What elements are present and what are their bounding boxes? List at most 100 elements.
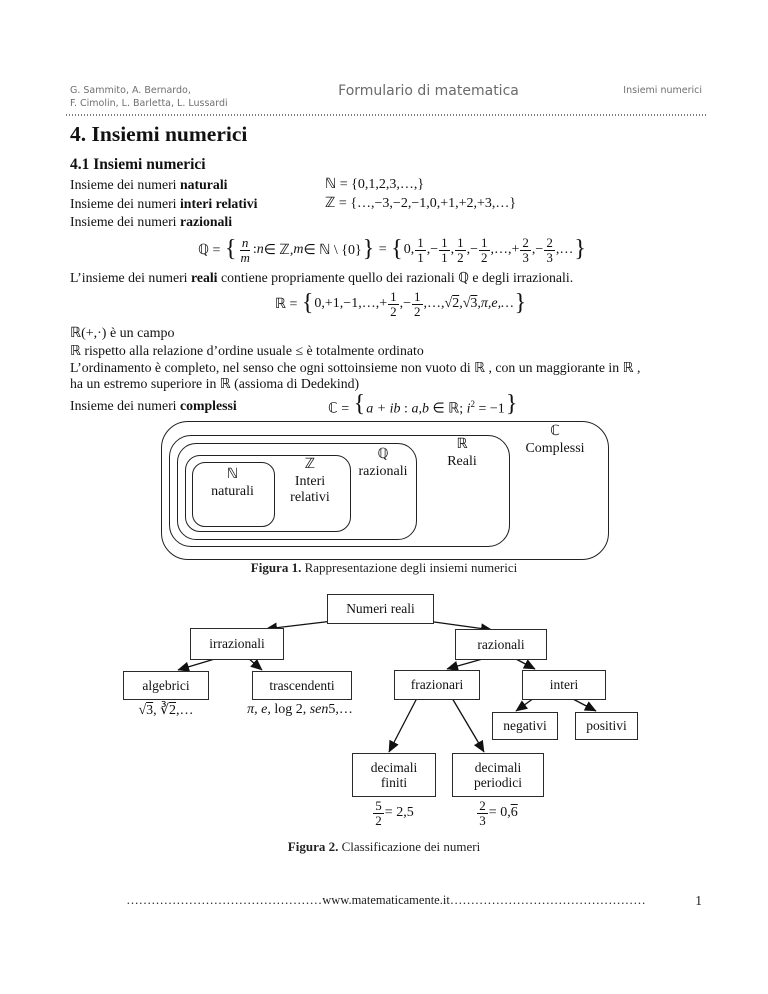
main-content: 4. Insiemi numerici 4.1 Insiemi numerici… xyxy=(70,121,704,416)
repeating-digit: 6 xyxy=(510,805,518,821)
math-token: ℝ = xyxy=(274,296,298,312)
authors-line1: G. Sammito, A. Bernardo, xyxy=(70,85,191,96)
page-footer: ……………………………………………… www.matematicamente.i… xyxy=(70,893,702,908)
figure2-tree: Numeri reali irrazionali razionali algeb… xyxy=(0,585,768,855)
math-token: ,…, xyxy=(423,296,445,311)
tree-node-algebrici: algebrici xyxy=(123,671,209,700)
formula-complessi: ℂ = {a + ib : a,b ∈ ℝ; i2 = −1} xyxy=(328,391,518,418)
authors-line2: F. Cimolin, L. Barletta, L. Lussardi xyxy=(70,98,228,109)
tree-node-frazionari: frazionari xyxy=(394,670,480,700)
math-token: ,− xyxy=(531,242,544,257)
label-text: Insieme dei numeri xyxy=(70,397,180,413)
set-box-interi-relativi xyxy=(185,455,351,532)
label-text: Insieme dei numeri xyxy=(70,195,180,211)
math-token: ,− xyxy=(399,296,411,311)
math-token: ℚ = xyxy=(198,242,221,258)
label-bold: naturali xyxy=(179,177,228,192)
label-bold: interi relativi xyxy=(179,195,258,211)
math-token: ,− xyxy=(466,242,479,257)
set-box-reali xyxy=(169,435,510,547)
radical-sign: √ xyxy=(138,703,147,718)
line-completo-2: ha un estremo superiore in ℝ (assioma di… xyxy=(70,376,360,391)
figure2-caption: Figura 2. Classificazione dei numeri xyxy=(287,839,481,854)
set-box-razionali xyxy=(177,443,417,540)
radical-sign: √ xyxy=(444,296,453,311)
label-text: Insieme dei numeri xyxy=(70,177,180,192)
label-bold: complessi xyxy=(179,397,237,413)
tree-node-trascendenti: trascendenti xyxy=(252,671,352,700)
label-bold: razionali xyxy=(179,214,233,229)
examples-algebrici: √3, ∛2,… xyxy=(138,703,194,718)
page-header: G. Sammito, A. Bernardo, F. Cimolin, L. … xyxy=(70,84,702,110)
page-number: 1 xyxy=(695,893,702,908)
footer-dots-left: ……………………………………………… xyxy=(126,893,322,907)
document-title: Formulario di matematica xyxy=(338,83,519,99)
math-brace: { xyxy=(353,391,366,418)
footer-dots-right: ……………………………………………… xyxy=(449,893,646,907)
header-section-label: Insiemi numerici xyxy=(623,85,702,96)
tree-node-positivi: positivi xyxy=(575,712,638,740)
line-razionali: Insieme dei numeri razionali xyxy=(70,213,704,232)
formula-naturali: ℕ = {0,1,2,3,…,} xyxy=(325,177,425,192)
figure1-caption: Figura 1. Rappresentazione degli insiemi… xyxy=(250,560,518,575)
math-token: n xyxy=(256,242,264,257)
math-token: ∈ ℤ, xyxy=(263,242,294,258)
line-campo: ℝ(+,·) è un campo xyxy=(70,326,175,341)
math-token: m xyxy=(293,242,304,257)
line-interi: Insieme dei numeri interi relativi ℤ = {… xyxy=(70,195,704,214)
math-token: ,… xyxy=(555,242,574,257)
chapter-heading: 4. Insiemi numerici xyxy=(70,122,248,146)
math-token: ,− xyxy=(426,242,439,257)
examples-trascendenti: π, e, log 2, sen5,… xyxy=(247,702,353,717)
math-token: ,…,+ xyxy=(490,242,520,257)
math-token: 0,+1,−1,…,+ xyxy=(314,296,388,311)
math-brace: } xyxy=(505,391,518,418)
math-token: 0, xyxy=(403,242,415,257)
footer-url: www.matematicamente.it xyxy=(322,893,450,907)
math-token: ,π,e,… xyxy=(477,296,514,311)
radicand: 2 xyxy=(452,296,460,311)
math-token: = xyxy=(378,242,387,257)
section-heading: 4.1 Insiemi numerici xyxy=(70,156,206,173)
math-token: , xyxy=(459,296,463,311)
tree-node-numeri-reali: Numeri reali xyxy=(327,594,434,624)
radical-sign: √ xyxy=(462,296,471,311)
tree-node-razionali: razionali xyxy=(455,629,547,660)
cube-root-sign: ∛ xyxy=(160,703,170,718)
authors-block: G. Sammito, A. Bernardo, F. Cimolin, L. … xyxy=(70,84,275,110)
tree-node-negativi: negativi xyxy=(492,712,558,740)
radicand: 3 xyxy=(470,296,478,311)
math-token: : xyxy=(252,242,257,257)
line-complessi: Insieme dei numeri complessi ℂ = {a + ib… xyxy=(70,392,704,416)
set-box-naturali xyxy=(192,462,275,527)
line-ordine: ℝ rispetto alla relazione d’ordine usual… xyxy=(70,343,424,358)
label-text: Insieme dei numeri xyxy=(70,214,180,229)
tree-node-interi: interi xyxy=(522,670,606,700)
math-token: ∈ ℕ \ {0} xyxy=(303,242,362,258)
line-naturali: Insieme dei numeri naturali ℕ = {0,1,2,3… xyxy=(70,176,704,195)
paragraph-reali: L’insieme dei numeri reali contiene prop… xyxy=(70,269,574,285)
dotted-divider xyxy=(66,114,706,116)
